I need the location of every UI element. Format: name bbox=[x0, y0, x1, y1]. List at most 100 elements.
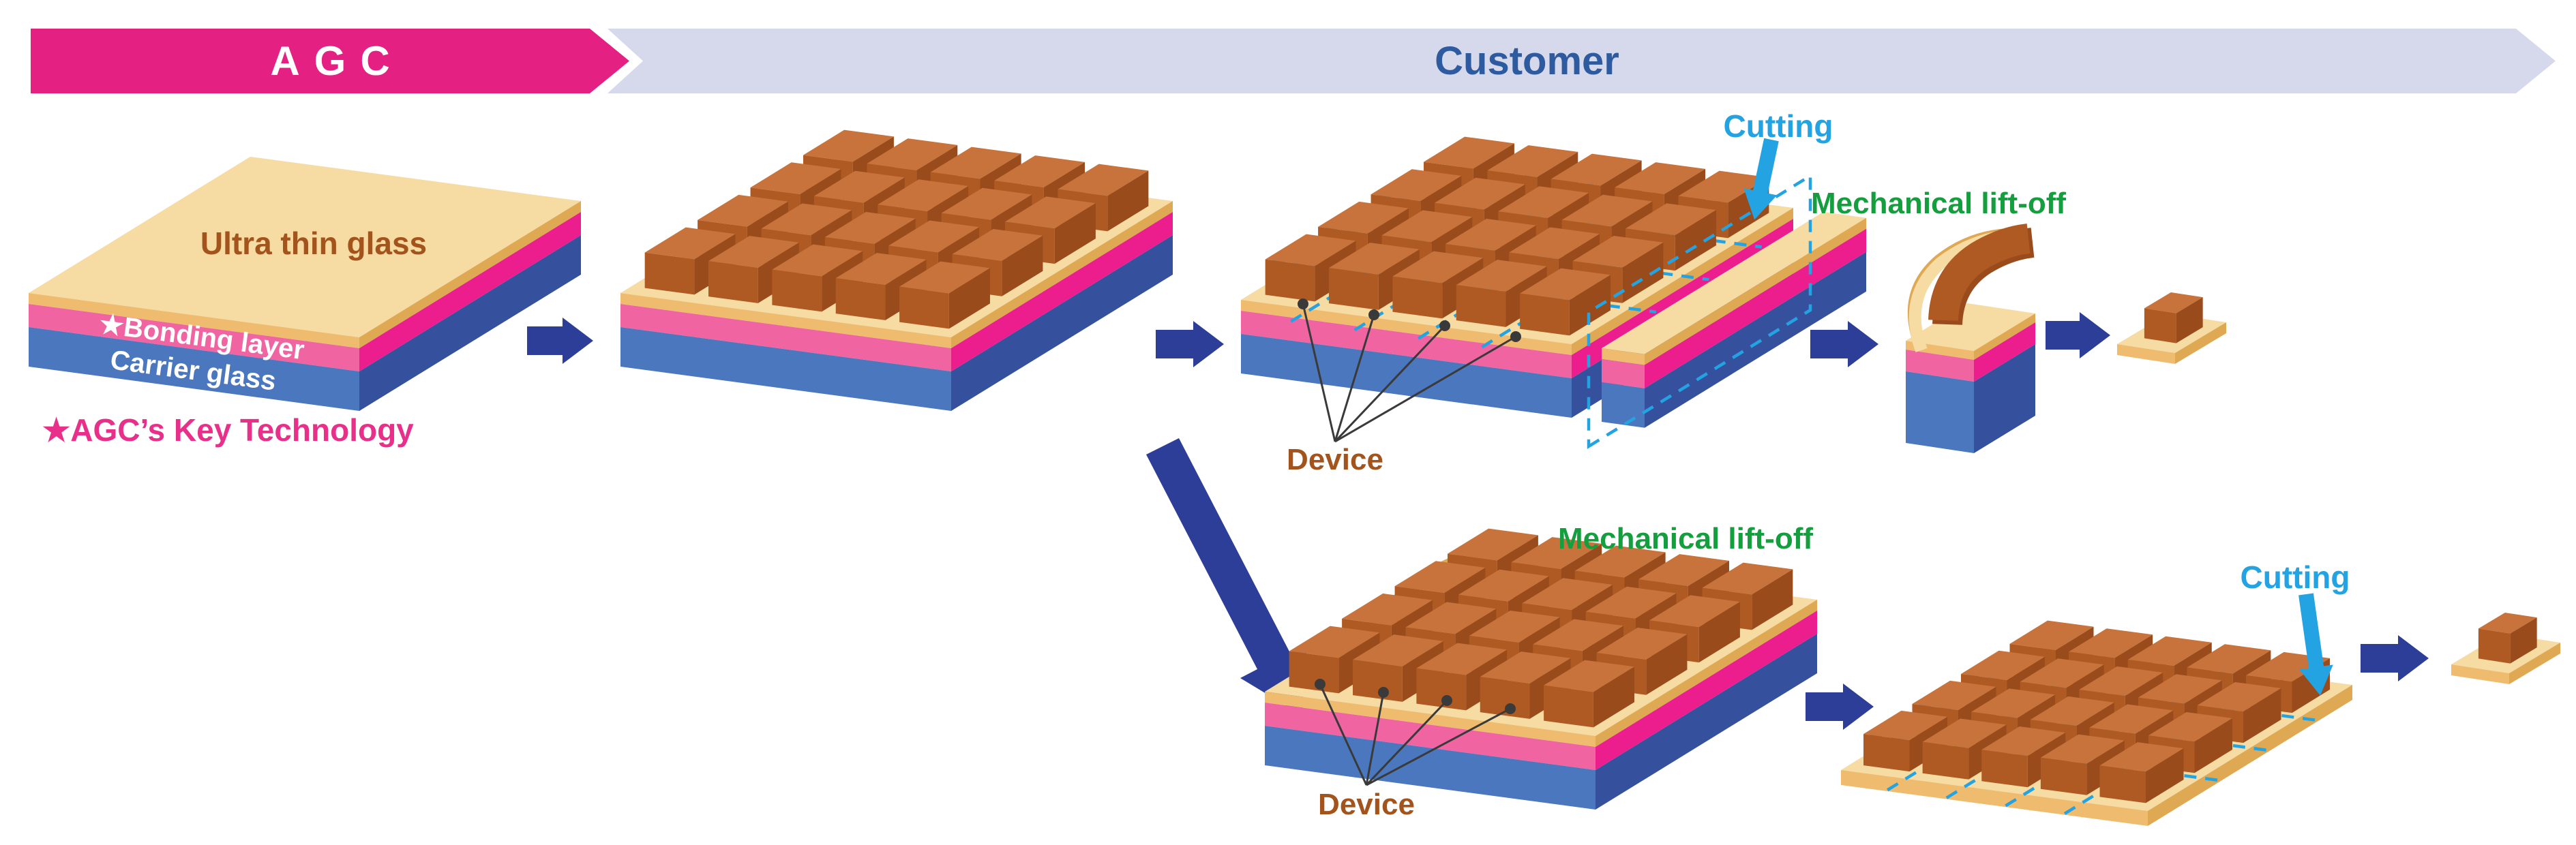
stage-final-device-top bbox=[2117, 292, 2226, 364]
device-left bbox=[644, 252, 695, 295]
agc-phase-band: AGC bbox=[31, 29, 629, 93]
mechanical-lift-off-label-top: Mechanical lift-off bbox=[1811, 187, 2067, 220]
device-top bbox=[888, 220, 980, 253]
cutting-arrow-bottom bbox=[2298, 593, 2333, 696]
device-top bbox=[2127, 636, 2212, 666]
cut-plane bbox=[1587, 172, 1812, 450]
device-right bbox=[2510, 617, 2537, 664]
device-top bbox=[1511, 537, 1602, 569]
layer-left-face bbox=[29, 327, 359, 411]
device-left bbox=[1265, 259, 1315, 302]
device-left bbox=[1456, 285, 1506, 327]
device-callout-dot bbox=[1439, 320, 1450, 331]
device-callout-line bbox=[1334, 314, 1375, 442]
device-top bbox=[1456, 260, 1547, 292]
device-top bbox=[2009, 620, 2094, 650]
device-top bbox=[1445, 218, 1536, 251]
layer-left-face bbox=[1265, 703, 1596, 770]
device-callout-line bbox=[1334, 324, 1446, 443]
device-callout-line bbox=[1366, 707, 1511, 786]
device-left bbox=[1329, 268, 1379, 310]
device-top bbox=[941, 187, 1032, 220]
flow-arrow-6 bbox=[2361, 635, 2429, 681]
device-top bbox=[867, 138, 958, 170]
device-top bbox=[1649, 595, 1740, 628]
layer-right-face bbox=[2148, 685, 2352, 826]
layer-left-face bbox=[1602, 348, 1645, 365]
device-callout-dot bbox=[1298, 298, 1308, 309]
device-top bbox=[2187, 644, 2271, 674]
agc-phase-label: AGC bbox=[270, 38, 404, 84]
flow-arrow-icon bbox=[2046, 312, 2110, 358]
device-top bbox=[1572, 235, 1664, 268]
device-top bbox=[750, 162, 841, 195]
device-left bbox=[1863, 734, 1910, 772]
device-left bbox=[1544, 685, 1593, 728]
device-left bbox=[1480, 677, 1530, 719]
device-top bbox=[930, 147, 1021, 179]
layer-right-face bbox=[1974, 313, 2035, 360]
device-callouts-top bbox=[1298, 298, 1521, 443]
device-callout-dot bbox=[1315, 679, 1326, 690]
device-top bbox=[1329, 243, 1420, 275]
device-callout-line bbox=[1365, 699, 1448, 786]
device-right bbox=[1698, 602, 1740, 663]
device-top bbox=[1981, 726, 2066, 756]
device-right bbox=[2146, 748, 2184, 803]
device-callout-line bbox=[1334, 335, 1516, 443]
device-left bbox=[2099, 765, 2146, 803]
device-right bbox=[2194, 718, 2232, 773]
layer-left-face bbox=[1602, 382, 1645, 428]
device-top bbox=[899, 261, 990, 294]
stage-cutting-sheet bbox=[1841, 620, 2352, 826]
stage-final-device-bottom bbox=[2451, 613, 2560, 684]
layer-left-face bbox=[1602, 359, 1645, 388]
device-label-bottom: Device bbox=[1318, 788, 1415, 821]
device-top bbox=[1394, 561, 1486, 594]
device-top bbox=[1416, 643, 1508, 675]
layer-left-face bbox=[1265, 726, 1596, 810]
device-top bbox=[2079, 666, 2163, 696]
device-top bbox=[1434, 177, 1525, 210]
device-top bbox=[813, 170, 905, 203]
slab-top-face bbox=[1906, 303, 2035, 351]
device-top bbox=[708, 236, 799, 268]
device-top bbox=[1544, 660, 1634, 692]
layer-left-face bbox=[1241, 311, 1572, 378]
device-top bbox=[1405, 602, 1497, 634]
customer-phase-band: Customer bbox=[594, 29, 2556, 93]
device-right bbox=[1002, 235, 1043, 296]
device-top bbox=[1480, 651, 1571, 683]
device-top bbox=[1498, 186, 1589, 219]
device-top bbox=[1318, 201, 1409, 234]
device-left bbox=[1981, 750, 2028, 788]
device-top bbox=[1596, 627, 1688, 660]
cutting-arrow-icon bbox=[2298, 593, 2333, 696]
device-callout-dot bbox=[1510, 331, 1521, 342]
device-right bbox=[1646, 634, 1688, 695]
device-right bbox=[1752, 569, 1793, 630]
device-top bbox=[994, 155, 1085, 187]
stage-bonded-glass bbox=[29, 157, 581, 411]
cutting-arrow-top bbox=[1743, 138, 1779, 220]
device-top bbox=[1574, 545, 1666, 578]
device-top bbox=[2030, 696, 2114, 726]
device-left bbox=[899, 286, 949, 329]
layer-right-face bbox=[1596, 611, 1817, 770]
layer-left-face bbox=[1906, 371, 1974, 453]
layer-right-face bbox=[1645, 217, 1866, 365]
customer-phase-label: Customer bbox=[1435, 39, 1619, 83]
cutting-arrow-icon bbox=[1743, 138, 1779, 220]
device-left bbox=[1392, 276, 1443, 319]
device-left bbox=[1520, 293, 1570, 336]
device-top bbox=[2099, 742, 2184, 772]
device-top bbox=[1702, 562, 1793, 595]
device-right bbox=[948, 268, 990, 329]
device-top bbox=[1863, 710, 1947, 741]
device-left bbox=[2478, 628, 2511, 664]
device-right bbox=[2243, 688, 2281, 743]
device-left bbox=[835, 278, 886, 320]
layer-right-face bbox=[951, 212, 1173, 371]
